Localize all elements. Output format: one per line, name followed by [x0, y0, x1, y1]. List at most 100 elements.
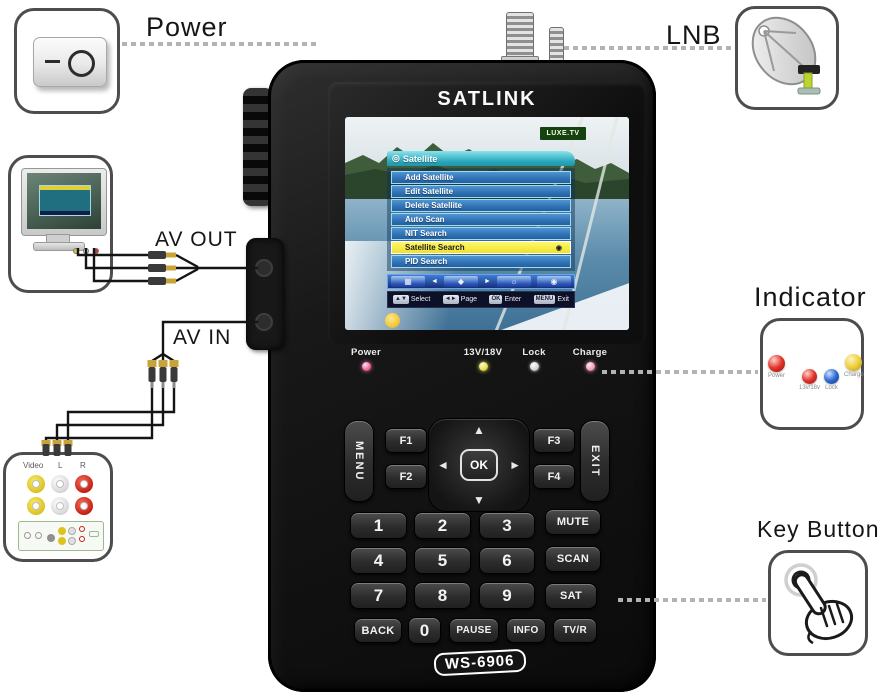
av-in-plugs [147, 360, 179, 388]
audio-left-jack-2 [51, 497, 69, 515]
menu-item-label: PID Search [405, 257, 448, 266]
rca-panel-plugs [41, 440, 73, 456]
tvr-button[interactable]: TV/R [553, 618, 597, 643]
hint-label: Select [410, 296, 431, 303]
f1-button[interactable]: F1 [385, 428, 427, 453]
right-jack-label: R [80, 461, 86, 470]
yellow-led-icon [845, 354, 863, 371]
satellite-gem-icon[interactable]: ◆ [443, 276, 478, 287]
indicator-13v18v: 13V/18V [458, 347, 508, 371]
indicator-callout-line [602, 370, 758, 374]
lnb-callout-line [564, 46, 732, 50]
key-8[interactable]: 8 [414, 582, 471, 609]
red-led-icon [802, 369, 817, 384]
leftright-keys-badge: ◄► [442, 295, 459, 304]
menu-title: Satellite [402, 153, 438, 164]
hint-page: ◄► Page [442, 295, 477, 304]
menu-item-label: Satellite Search [405, 243, 465, 252]
info-button[interactable]: INFO [506, 618, 546, 643]
left-arrow-button[interactable]: ◄ [437, 458, 449, 472]
rear-audio-jack [68, 537, 76, 545]
f3-button[interactable]: F3 [533, 428, 575, 453]
rear-rf-jack [79, 536, 85, 542]
key-button-panel [768, 550, 868, 656]
legend-led-label: Charge [844, 372, 864, 378]
rear-video-jack [58, 527, 66, 535]
lnb-label: LNB [666, 20, 722, 50]
av-cables [41, 248, 258, 456]
tools-icon[interactable]: ◉ [536, 276, 571, 287]
exit-button[interactable]: EXIT [580, 420, 610, 502]
rear-audio-jack [68, 527, 76, 535]
monitor-osd-bar [39, 186, 91, 191]
key-6[interactable]: 6 [479, 547, 535, 574]
menu-item-pid-search[interactable]: PID Search [391, 255, 571, 268]
switch-on-mark [45, 60, 60, 63]
menu-item-satellite-search-selected[interactable]: Satellite Search ◉ [391, 241, 571, 254]
key-4[interactable]: 4 [350, 547, 407, 574]
menu-item-delete-satellite[interactable]: Delete Satellite [391, 199, 571, 212]
indicator-charge: Charge [566, 347, 614, 371]
dish-marker-icon: ◉ [555, 244, 562, 252]
av-out-plugs [148, 251, 176, 285]
menu-header: ◎ Satellite [387, 151, 575, 166]
key-9[interactable]: 9 [479, 582, 535, 609]
audio-right-jack [75, 475, 93, 493]
menu-item-nit-search[interactable]: NIT Search [391, 227, 571, 240]
indicator-legend-panel: Power 13v/18v Lock Charge [760, 318, 864, 430]
voltage-led [478, 362, 488, 371]
f4-button[interactable]: F4 [533, 464, 575, 489]
menu-title-icon: ◎ [392, 153, 400, 163]
channel-list-icon[interactable]: ▦ [391, 276, 425, 287]
power-switch-icon [33, 37, 107, 87]
key-0[interactable]: 0 [408, 617, 441, 644]
f2-button[interactable]: F2 [385, 464, 427, 489]
key-5[interactable]: 5 [414, 547, 471, 574]
brand-logo: SATLINK [437, 88, 537, 110]
tab-left-arrow-icon: ◄ [431, 278, 438, 285]
video-jack [27, 475, 45, 493]
menu-body: Add Satellite Edit Satellite Delete Sate… [387, 168, 575, 271]
menu-key-badge: MENU [533, 295, 556, 304]
scan-button[interactable]: SCAN [545, 546, 601, 572]
hint-enter: OK Enter [489, 295, 521, 304]
legend-charge-led: Charge [844, 354, 864, 378]
av-out-label: AV OUT [155, 228, 238, 251]
key-2[interactable]: 2 [414, 512, 471, 539]
menu-item-label: Add Satellite [405, 173, 454, 182]
indicator-lock: Lock [512, 347, 556, 371]
sat-button[interactable]: SAT [545, 583, 597, 609]
up-arrow-button[interactable]: ▲ [473, 423, 485, 437]
lnb-connector [506, 12, 534, 64]
key-1[interactable]: 1 [350, 512, 407, 539]
right-arrow-button[interactable]: ► [509, 458, 521, 472]
menu-item-edit-satellite[interactable]: Edit Satellite [391, 185, 571, 198]
monitor-osd-foot [39, 211, 91, 216]
back-button[interactable]: BACK [354, 618, 402, 643]
down-arrow-button[interactable]: ▼ [473, 493, 485, 507]
hint-select: ▲▼ Select [393, 295, 430, 304]
legend-led-label: 13v/18v [799, 385, 821, 391]
key-3[interactable]: 3 [479, 512, 535, 539]
menu-button[interactable]: MENU [344, 420, 374, 502]
settings-icon[interactable]: ☼ [496, 276, 531, 287]
indicator-label: Charge [572, 347, 608, 358]
sun-glare [385, 313, 400, 328]
menu-item-add-satellite[interactable]: Add Satellite [391, 171, 571, 184]
monitor-base [33, 242, 85, 251]
key-button-callout-line [618, 598, 766, 602]
rear-knob [47, 534, 55, 542]
monitor-panel [8, 155, 113, 293]
key-7[interactable]: 7 [350, 582, 407, 609]
video-jack-label: Video [23, 461, 44, 470]
indicator-label: Lock [522, 347, 546, 358]
ok-button[interactable]: OK [460, 449, 498, 481]
pause-button[interactable]: PAUSE [449, 618, 499, 643]
rear-scart-port [89, 531, 99, 537]
mute-button[interactable]: MUTE [545, 509, 601, 535]
rear-jack [35, 532, 42, 539]
hand-press-button-icon [784, 563, 854, 645]
antenna-connector [549, 27, 564, 63]
menu-item-auto-scan[interactable]: Auto Scan [391, 213, 571, 226]
